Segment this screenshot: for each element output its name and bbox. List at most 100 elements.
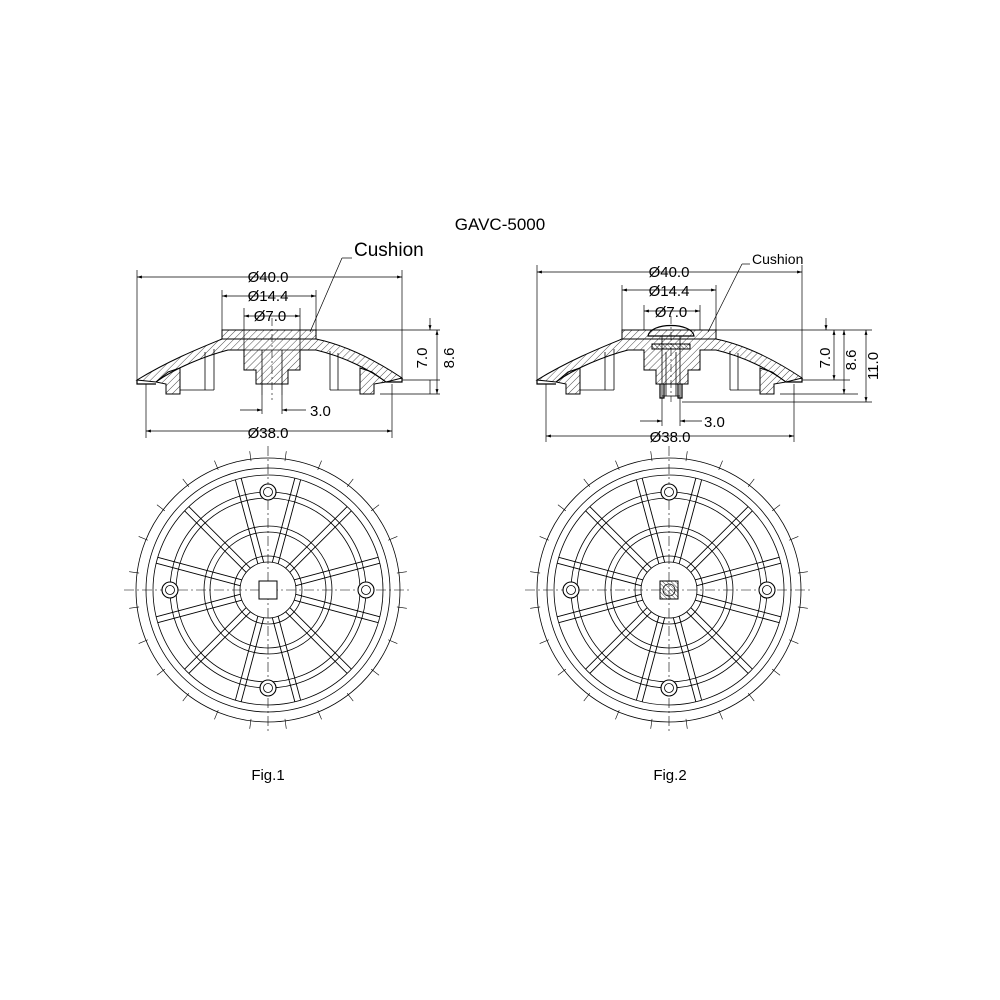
fig2-dim-h11: 11.0 — [865, 352, 882, 380]
rim-tick — [685, 451, 688, 462]
rim-tick — [718, 460, 723, 471]
ring — [610, 531, 728, 649]
fig1-dim-h7: 7.0 — [414, 348, 431, 369]
fig1-dim-h86: 8.6 — [441, 348, 458, 369]
center-square — [258, 580, 278, 600]
radial-rib — [672, 617, 697, 702]
rim-tick — [583, 692, 591, 702]
mount-boss — [357, 581, 375, 599]
rim-tick — [788, 639, 799, 644]
radial-rib — [589, 506, 652, 569]
radial-rib — [672, 478, 697, 563]
rim-tick — [370, 668, 380, 676]
radial-rib — [157, 599, 242, 624]
mount-hole — [762, 585, 772, 595]
rim-tick — [284, 451, 287, 462]
mount-hole — [361, 585, 371, 595]
fig2-dim-w3: 3.0 — [704, 414, 725, 431]
mount-boss — [259, 679, 277, 697]
fig1-plan-view — [124, 446, 412, 734]
rim-tick — [530, 571, 541, 574]
radial-rib — [686, 611, 749, 674]
fig2-dim-d14: Ø14.4 — [649, 283, 690, 300]
fig1-cushion-label: Cushion — [354, 240, 424, 261]
rim-tick — [346, 478, 354, 488]
rim-tick — [685, 718, 688, 729]
rim-tick — [747, 478, 755, 488]
fig2-caption: Fig.2 — [653, 767, 686, 784]
ring — [209, 531, 327, 649]
screw-tip — [662, 583, 676, 597]
fig2-screw-head — [647, 325, 695, 337]
rim-tick — [530, 606, 541, 609]
radial-rib — [271, 617, 296, 702]
mount-hole — [165, 585, 175, 595]
radial-rib — [188, 506, 251, 569]
fig1-section-view — [135, 318, 404, 400]
radial-rib — [188, 611, 251, 674]
fig1-dim-d38: Ø38.0 — [248, 425, 289, 442]
rim-tick — [284, 718, 287, 729]
ring — [553, 474, 785, 706]
rim-tick — [650, 451, 653, 462]
rim-tick — [138, 536, 149, 541]
radial-rib — [234, 479, 259, 564]
rim-tick — [387, 536, 398, 541]
radial-rib — [184, 607, 247, 670]
fig2-section-view — [535, 316, 804, 402]
fig1-cushion-plate — [221, 329, 317, 340]
rim-tick — [788, 536, 799, 541]
radial-rib — [289, 510, 352, 573]
rim-tick — [156, 668, 166, 676]
radial-rib — [184, 510, 247, 573]
radial-rib — [690, 607, 753, 670]
radial-rib — [277, 479, 302, 564]
rim-tick — [370, 504, 380, 512]
rim-tick — [771, 504, 781, 512]
radial-rib — [678, 616, 703, 701]
rim-tick — [557, 504, 567, 512]
radial-rib — [695, 556, 780, 581]
rim-tick — [317, 709, 322, 720]
rim-tick — [249, 451, 252, 462]
fig2-plan-view — [525, 446, 813, 734]
radial-rib — [690, 510, 753, 573]
mount-boss — [660, 679, 678, 697]
radial-rib — [696, 593, 781, 618]
ring — [135, 457, 401, 723]
mount-hole — [664, 683, 674, 693]
rim-tick — [214, 460, 219, 471]
radial-rib — [157, 556, 242, 581]
ring — [233, 555, 303, 625]
radial-rib — [686, 506, 749, 569]
radial-rib — [156, 562, 241, 587]
rim-tick — [539, 639, 550, 644]
fig1-caption: Fig.1 — [251, 767, 284, 784]
radial-rib — [641, 478, 666, 563]
rim-tick — [129, 571, 140, 574]
rim-tick — [771, 668, 781, 676]
ring — [634, 555, 704, 625]
radial-rib — [678, 479, 703, 564]
rim-tick — [797, 571, 808, 574]
fig1-right-leg — [359, 367, 388, 395]
ring — [145, 467, 391, 713]
rim-tick — [387, 639, 398, 644]
radial-rib — [240, 617, 265, 702]
radial-rib — [695, 599, 780, 624]
radial-rib — [558, 556, 643, 581]
fig1-dim-d40: Ø40.0 — [248, 269, 289, 286]
rim-tick — [317, 460, 322, 471]
rim-tick — [214, 709, 219, 720]
rim-tick — [797, 606, 808, 609]
radial-rib — [585, 510, 648, 573]
mount-boss — [660, 483, 678, 501]
rim-tick — [557, 668, 567, 676]
fig2-left-leg — [554, 367, 581, 395]
rim-tick — [396, 606, 407, 609]
rim-tick — [718, 709, 723, 720]
rim-tick — [249, 718, 252, 729]
fig2-dim-d38: Ø38.0 — [650, 429, 691, 446]
radial-rib — [557, 593, 642, 618]
